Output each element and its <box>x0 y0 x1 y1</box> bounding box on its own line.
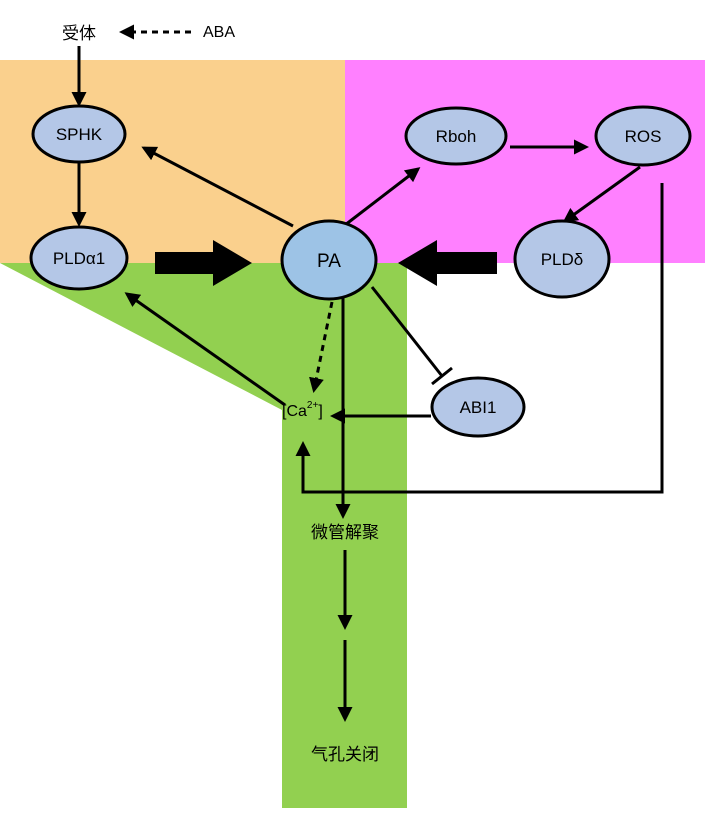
plddelta-node <box>513 219 611 299</box>
abi1-label: ABI1 <box>460 398 497 417</box>
rboh-label: Rboh <box>436 127 477 146</box>
pa-to-rboh-arrow <box>344 167 421 227</box>
pa-abi1-inhibition-line <box>370 286 444 377</box>
pa-node <box>280 219 378 301</box>
receptor-label: 受体 <box>62 24 96 44</box>
pa-to-pldalpha1-feedback-arrow <box>124 292 286 407</box>
pa-to-sphk-arrow <box>141 146 294 228</box>
plddelta-to-pa-big-arrow <box>398 240 497 286</box>
pa-abi1-inhibition-bar <box>431 366 453 386</box>
aba-label: ABA <box>203 24 235 41</box>
stomatal-closure-label: 气孔关闭 <box>311 745 379 765</box>
ros-to-plddelta-arrow <box>562 165 641 223</box>
pldalpha1-label: PLDα1 <box>53 249 105 268</box>
ros-label: ROS <box>625 127 662 146</box>
sphk-node <box>31 104 127 164</box>
ros-node <box>594 105 692 167</box>
green-region <box>0 263 407 808</box>
pa-to-calcium-dashed-arrow <box>309 301 334 393</box>
plddelta-label: PLDδ <box>541 250 584 269</box>
abi1-node <box>430 376 526 438</box>
pldalpha1-to-pa-big-arrow <box>155 240 252 286</box>
rboh-node <box>404 106 508 166</box>
sphk-label: SPHK <box>56 125 103 144</box>
microtubule-label: 微管解聚 <box>311 523 379 543</box>
ros-to-calcium-arrow <box>295 183 664 494</box>
pa-label: PA <box>317 251 341 272</box>
pldalpha1-node <box>29 225 129 291</box>
calcium-label: [Ca2+] <box>282 400 323 420</box>
